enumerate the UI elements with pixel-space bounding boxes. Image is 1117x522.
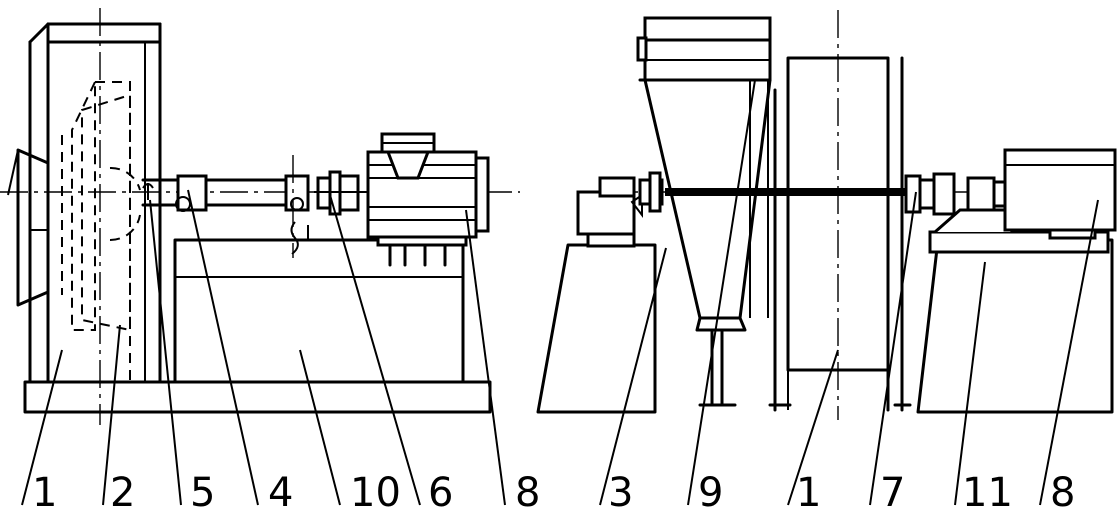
left-motor — [366, 132, 490, 267]
callout-5-left: 5 — [190, 470, 215, 516]
right-foundation-left — [536, 243, 657, 414]
leader-lines — [21, 79, 1099, 506]
right-bearing-left — [576, 171, 664, 248]
callout-2-left: 2 — [110, 470, 135, 516]
callout-1-left: 1 — [32, 470, 57, 516]
callout-6-left: 6 — [428, 470, 453, 516]
left-pedestal — [173, 238, 465, 384]
callout-8-left: 8 — [515, 470, 540, 516]
callout-4-left: 4 — [268, 470, 293, 516]
right-view-elevation — [536, 10, 1117, 420]
callout-7-right: 7 — [880, 470, 905, 516]
callout-10-left: 10 — [350, 470, 401, 516]
right-support-leg — [698, 328, 737, 407]
left-fan-housing — [7, 22, 162, 384]
left-bearing-2 — [284, 174, 310, 212]
callout-8-right: 8 — [1050, 470, 1075, 516]
callout-3-right: 3 — [608, 470, 633, 516]
left-base-frame — [23, 380, 492, 414]
callout-numbers: 1 2 5 4 10 6 8 3 9 1 7 11 8 — [32, 470, 1075, 516]
right-fan-housing — [768, 10, 912, 420]
right-inlet-box — [636, 16, 772, 332]
right-foundation-right — [916, 238, 1114, 414]
right-motor — [1003, 148, 1117, 240]
callout-11-right: 11 — [962, 470, 1013, 516]
left-view-elevation — [0, 8, 520, 425]
callout-9-right: 9 — [698, 470, 723, 516]
callout-1-right: 1 — [796, 470, 821, 516]
right-coupling — [904, 172, 1008, 216]
right-shaft — [665, 188, 905, 196]
left-impeller-hidden — [61, 81, 141, 382]
